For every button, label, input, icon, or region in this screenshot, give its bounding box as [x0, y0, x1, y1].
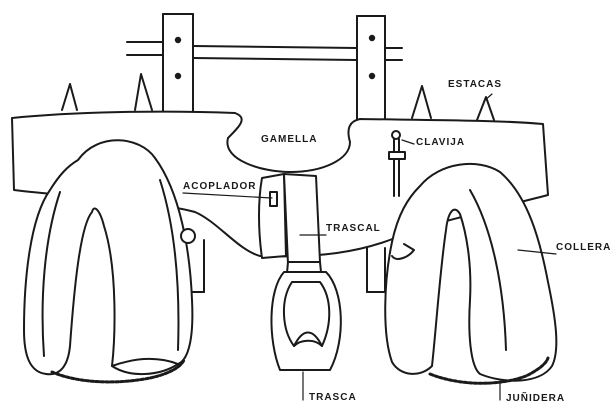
trasca-ring [271, 262, 340, 370]
label-trasca: TRASCA [309, 392, 357, 404]
label-collera: COLLERA [556, 242, 611, 254]
label-estacas: ESTACAS [448, 79, 502, 91]
acoplador-strap [259, 174, 286, 258]
trascal-strap [284, 174, 320, 264]
label-acoplador: ACOPLADOR [183, 181, 256, 193]
label-gamella: GAMELLA [261, 134, 317, 146]
label-trascal: TRASCAL [326, 223, 381, 235]
label-clavija: CLAVIJA [416, 137, 465, 149]
label-junidera: JUÑIDERA [506, 393, 565, 405]
